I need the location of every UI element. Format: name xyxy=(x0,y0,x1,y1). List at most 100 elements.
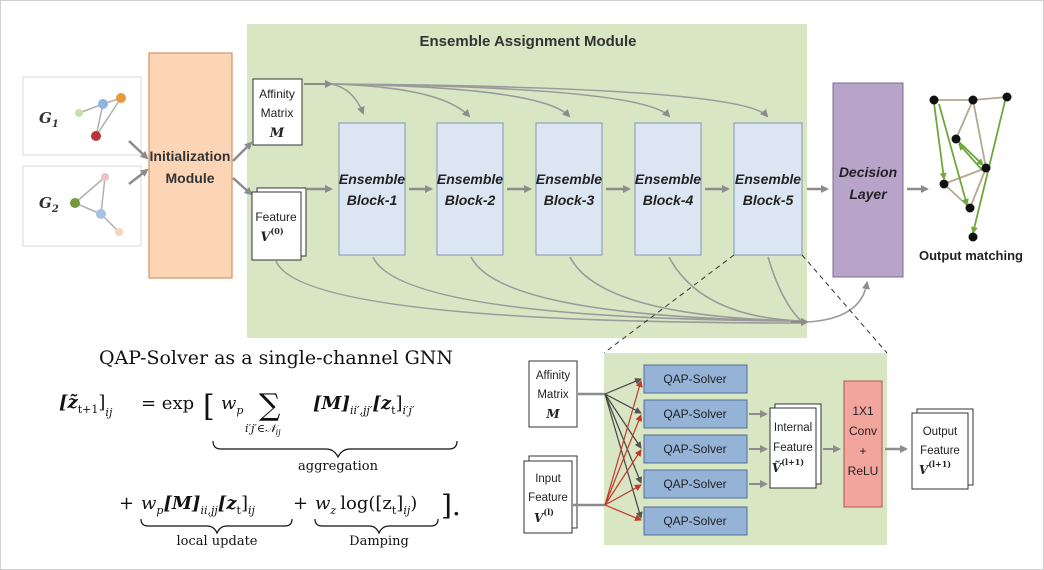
formula-eq-exp: = exp xyxy=(141,393,194,414)
detail-input-box xyxy=(523,460,573,534)
formula-sum-index: i′j′∈𝒩ij xyxy=(245,422,281,437)
graph-g1-label: G1 xyxy=(39,109,59,130)
ensemble-block-1 xyxy=(338,122,406,256)
formula-local-term: wp[M]ii,jj[zt]ij xyxy=(141,493,256,517)
output-feature-line2: Feature xyxy=(920,445,960,457)
affinity-matrix-box xyxy=(252,78,303,146)
ensemble-block-5 xyxy=(733,122,803,256)
init-module-line1: Initialization xyxy=(150,148,231,164)
internal-line1: Internal xyxy=(774,422,812,434)
feature-box xyxy=(251,191,302,261)
detail-fanout-affinity xyxy=(604,378,643,519)
decision-layer xyxy=(832,82,904,278)
block5-line2: Block-5 xyxy=(743,192,794,208)
formula-wp: wp xyxy=(221,393,243,417)
internal-line2: Feature xyxy=(773,442,813,454)
detail-affinity-line2: Matrix xyxy=(537,389,569,401)
block3-line1: Ensemble xyxy=(536,171,602,187)
formula-lhs: [z̃t+1]ij xyxy=(59,392,113,419)
conv-line4: ReLU xyxy=(848,464,879,478)
detail-input-line1: Input xyxy=(535,473,561,485)
init-module-line2: Module xyxy=(166,170,215,186)
block4-line2: Block-4 xyxy=(643,192,694,208)
g1-node xyxy=(98,99,108,109)
conv-line2: Conv xyxy=(849,424,877,438)
graph-g1-drawing xyxy=(78,97,122,137)
block3-line2: Block-3 xyxy=(544,192,595,208)
block5-line1: Ensemble xyxy=(735,171,801,187)
output-feature-symbol: V(l+1) xyxy=(919,459,951,477)
block1-line1: Ensemble xyxy=(339,171,405,187)
conv-relu-box xyxy=(843,380,883,508)
aggregation-underbrace xyxy=(212,440,458,459)
affinity-branch-arrows xyxy=(330,83,769,118)
detail-affinity-line1: Affinity xyxy=(536,370,571,382)
arrow-g1-init xyxy=(128,140,149,160)
formula-agg-term: [M]ii′,jj′[zt]i′j′ xyxy=(313,393,415,417)
output-matching-label: Output matching xyxy=(919,248,1023,263)
ensemble-block-3 xyxy=(535,122,603,256)
g1-node xyxy=(91,131,101,141)
affinity-line1: Affinity xyxy=(259,87,295,101)
affinity-line2: Matrix xyxy=(261,106,294,120)
decision-line2: Layer xyxy=(849,186,888,202)
qap-solver-3 xyxy=(643,434,748,464)
formula-open-bracket: [ xyxy=(203,389,215,424)
formula-title: QAP-Solver as a single-channel GNN xyxy=(99,347,453,369)
local-update-label: local update xyxy=(177,534,258,549)
ensemble-block-4 xyxy=(634,122,702,256)
g2-node xyxy=(101,173,109,181)
qap-solver-1-label: QAP-Solver xyxy=(663,372,726,386)
skip-connection-curves xyxy=(275,256,802,324)
qap-solver-2 xyxy=(643,399,748,429)
initialization-module xyxy=(148,52,233,279)
aggregation-label: aggregation xyxy=(298,459,379,474)
detail-input-line2: Feature xyxy=(528,492,568,504)
internal-feature-box xyxy=(769,407,817,489)
ensemble-assignment-panel xyxy=(247,24,807,338)
block2-line1: Ensemble xyxy=(437,171,503,187)
local-update-underbrace xyxy=(140,518,293,535)
g1-node xyxy=(116,93,126,103)
qap-solver-2-label: QAP-Solver xyxy=(663,407,726,421)
feature-line1: Feature xyxy=(255,210,297,224)
zoom-line-left xyxy=(603,254,735,354)
detail-affinity-symbol: M xyxy=(545,407,560,421)
damping-underbrace xyxy=(314,518,439,535)
qap-solver-5 xyxy=(643,506,748,536)
internal-symbol: Ṽ(l+1) xyxy=(772,457,804,475)
formula-sum-sign: ∑ xyxy=(259,388,281,423)
conv-line1: 1X1 xyxy=(852,404,874,418)
ensemble-module-title: Ensemble Assignment Module xyxy=(420,33,637,50)
detail-fanout-input xyxy=(604,380,643,521)
output-feature-box xyxy=(911,412,969,490)
formula-plus-2: + xyxy=(293,493,308,514)
arrow-init-affinity xyxy=(232,141,253,162)
conv-line3: + xyxy=(859,444,866,458)
output-feature-line1: Output xyxy=(923,426,958,438)
block4-line1: Ensemble xyxy=(635,171,701,187)
g1-node xyxy=(75,109,83,117)
g2-node xyxy=(96,209,106,219)
zoom-line-right xyxy=(801,254,888,354)
formula-plus-1: + xyxy=(119,493,134,514)
arrow-g2-init xyxy=(128,168,149,185)
graph-g2-label: G2 xyxy=(39,194,59,215)
qap-solver-4-label: QAP-Solver xyxy=(663,477,726,491)
feature-symbol: V(0) xyxy=(260,226,283,245)
qap-solver-3-label: QAP-Solver xyxy=(663,442,726,456)
qap-solver-4 xyxy=(643,469,748,499)
arrow-init-feature xyxy=(232,177,253,196)
skip-to-decision xyxy=(806,281,870,323)
detail-input-symbol: V(l) xyxy=(534,507,554,525)
ensemble-block-2 xyxy=(436,122,504,256)
g2-node xyxy=(70,198,80,208)
formula-close-bracket: ]. xyxy=(441,489,461,522)
damping-label: Damping xyxy=(349,534,409,549)
detail-affinity-box xyxy=(528,360,578,428)
qap-solver-5-label: QAP-Solver xyxy=(663,514,726,528)
detail-solver-arrows xyxy=(749,410,768,488)
